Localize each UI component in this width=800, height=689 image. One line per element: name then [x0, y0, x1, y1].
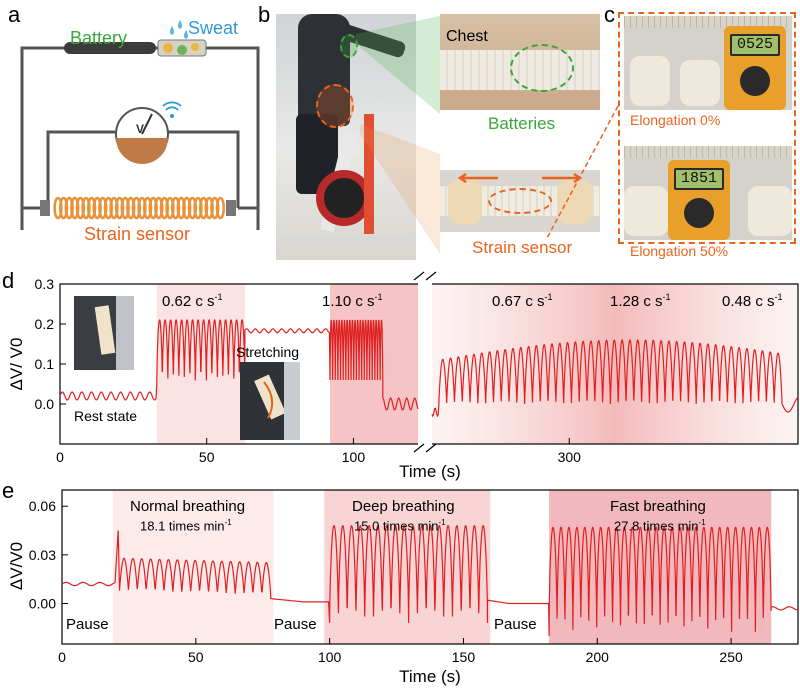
rate-label-067: 0.67 c s-1	[492, 292, 553, 310]
rate-label-048: 0.48 c s-1	[722, 292, 783, 310]
rate-label-062: 0.62 c s-1	[162, 292, 223, 310]
spring-coils	[53, 196, 226, 220]
strain-sensor-label-b: Strain sensor	[472, 238, 573, 257]
x-tick-label: 50	[188, 649, 204, 665]
x-tick-label: 0	[56, 449, 64, 465]
chest-photo: Chest	[440, 14, 600, 110]
panel-label-c: c	[604, 2, 615, 27]
y-tick-label: 0.06	[29, 498, 56, 514]
battery-rod	[64, 42, 156, 54]
chart-d-xlabel: Time (s)	[399, 462, 461, 481]
callout-beams	[356, 16, 440, 254]
rate-label-128: 1.28 c s-1	[610, 292, 671, 310]
sweat-label: Sweat	[188, 18, 239, 38]
circuit-diagram	[20, 20, 260, 230]
x-tick-label: 200	[586, 649, 610, 665]
elongation-0-label: Elongation 0%	[630, 112, 721, 128]
y-tick-label: 0.2	[35, 316, 55, 332]
stretching-label: Stretching	[236, 344, 300, 360]
x-tick-label: 250	[719, 649, 743, 665]
pause-label-1: Pause	[66, 616, 109, 633]
chart-d-ylabel: ΔV/ V0	[7, 338, 26, 391]
chart-e: 0.00 0.03 0.06 0 50 100 150 200 250 Time (s) ΔV…	[7, 489, 799, 686]
normal-breathing-title: Normal breathing	[130, 498, 246, 515]
chart-e-xlabel: Time (s)	[399, 667, 461, 686]
chart-e-ylabel: ΔV/V0	[7, 542, 26, 590]
axis-break-mark	[413, 271, 437, 453]
panel-label-e: e	[2, 478, 15, 503]
x-tick-label: 50	[199, 449, 215, 465]
x-tick-label: 100	[342, 449, 366, 465]
elongation-frame	[618, 12, 796, 244]
meter-display-50: 1851	[676, 170, 722, 188]
y-tick-label: 0.03	[29, 547, 56, 563]
rest-state-label: Rest state	[74, 408, 138, 424]
trace-d-right	[431, 338, 799, 418]
y-tick-label: 0.3	[35, 276, 55, 292]
strain-sensor-spring	[40, 200, 236, 216]
y-tick-label: 0.0	[35, 396, 55, 412]
chart-e-frame	[61, 489, 799, 645]
y-tick-label: 0.1	[35, 356, 55, 372]
deep-breathing-rate: 15.0 times min-1	[354, 518, 446, 534]
normal-breathing-rate: 18.1 times min-1	[140, 518, 232, 534]
chart-d: 0.0 0.1 0.2 0.3 0 50 100 300 Time (s) ΔV/ V0	[7, 271, 799, 481]
deep-breathing-title: Deep breathing	[352, 498, 455, 515]
panel-label-a: a	[8, 2, 21, 27]
voltmeter-symbol: V	[136, 122, 145, 136]
x-tick-label: 150	[452, 649, 476, 665]
elongation-0-photo: 0525	[624, 16, 792, 110]
trace-e	[61, 524, 798, 636]
battery-label: Battery	[70, 28, 128, 48]
strain-sensor-label-a: Strain sensor	[84, 224, 191, 244]
elongation-50-label: Elongation 50%	[630, 243, 729, 259]
x-tick-label: 100	[318, 649, 342, 665]
elongation-50-photo: 1851	[624, 146, 792, 240]
sweat-drop-icon	[170, 26, 174, 35]
stretching-inset-photo	[240, 362, 300, 440]
rest-inset-photo	[74, 296, 134, 370]
batteries-label: Batteries	[488, 114, 556, 133]
rate-label-110: 1.10 c s-1	[322, 292, 383, 310]
wireless-icon	[170, 114, 174, 118]
chest-label: Chest	[446, 28, 488, 45]
trace-d-left	[59, 318, 419, 411]
panel-label-b: b	[258, 2, 271, 27]
strain-sensor-photo	[440, 170, 600, 232]
pause-label-3: Pause	[494, 616, 537, 633]
spring-coil	[215, 196, 226, 220]
y-tick-label: 0.00	[29, 595, 56, 611]
x-tick-label: 300	[558, 449, 582, 465]
fast-breathing-title: Fast breathing	[610, 498, 706, 515]
band-110	[329, 284, 418, 444]
pause-label-2: Pause	[274, 616, 317, 633]
x-tick-label: 0	[58, 649, 66, 665]
meter-display-0: 0525	[732, 36, 778, 54]
fast-breathing-rate: 27.8 times min-1	[614, 518, 706, 534]
cycling-photo	[276, 14, 416, 260]
panel-label-d: d	[2, 268, 15, 293]
